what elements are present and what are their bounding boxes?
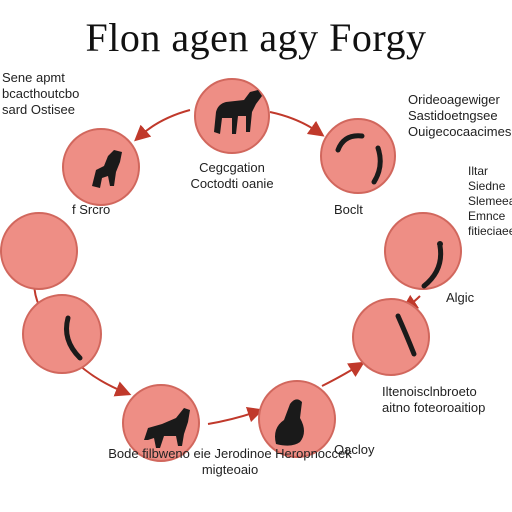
stage-label-top-right: Orideoagewiger Sastidoetngsee Ouigecocaa…	[408, 92, 512, 139]
dog-silhouette-icon	[92, 150, 122, 188]
center-label: Cegcgation Coctodti oanie	[190, 160, 274, 191]
stage-label-top-left: Sene apmt bcacthoutcbo sard Ostisee	[2, 70, 80, 117]
stage-circle-upper-left	[62, 128, 140, 206]
calf-silhouette-icon	[144, 408, 190, 448]
seal-silhouette-icon	[275, 399, 304, 446]
stage-circle-right	[384, 212, 462, 290]
stage-circle-lower-left	[22, 294, 102, 374]
stage-label-left: f Srcro	[72, 202, 111, 217]
stage-circle-lower-right	[352, 298, 430, 376]
bent-silhouette-icon	[64, 315, 83, 361]
horse-silhouette-icon	[214, 90, 262, 134]
stage-circle-left	[0, 212, 78, 290]
arrow-top-right	[269, 111, 325, 137]
tail-silhouette-icon	[395, 313, 417, 357]
stage-label-far-right: Iltar Siedne Slemeeae Emnce fitieciaeec	[468, 164, 512, 238]
stage-label-bottom: Bode filbweno eie Jerodinoe Heropnoccek …	[108, 446, 352, 477]
stage-label-right: Boclt	[334, 202, 363, 217]
stage-circle-upper-right	[320, 118, 396, 194]
curve-silhouette-icon	[335, 133, 383, 185]
hook-silhouette-icon	[421, 243, 444, 289]
stage-label-bottom-right: Iltenoisclnbroeto aitno foteoroaitiop	[382, 384, 486, 415]
stage-label-right-mid: Algic	[446, 290, 475, 305]
arrow-bottom-right	[321, 361, 365, 387]
page-title: Flon agen agy Forgy	[85, 15, 427, 60]
arrow-top-left	[134, 109, 191, 142]
arrow-bottom-mid	[207, 406, 264, 425]
stage-label-bottom-right-small: Oacloy	[334, 442, 375, 457]
